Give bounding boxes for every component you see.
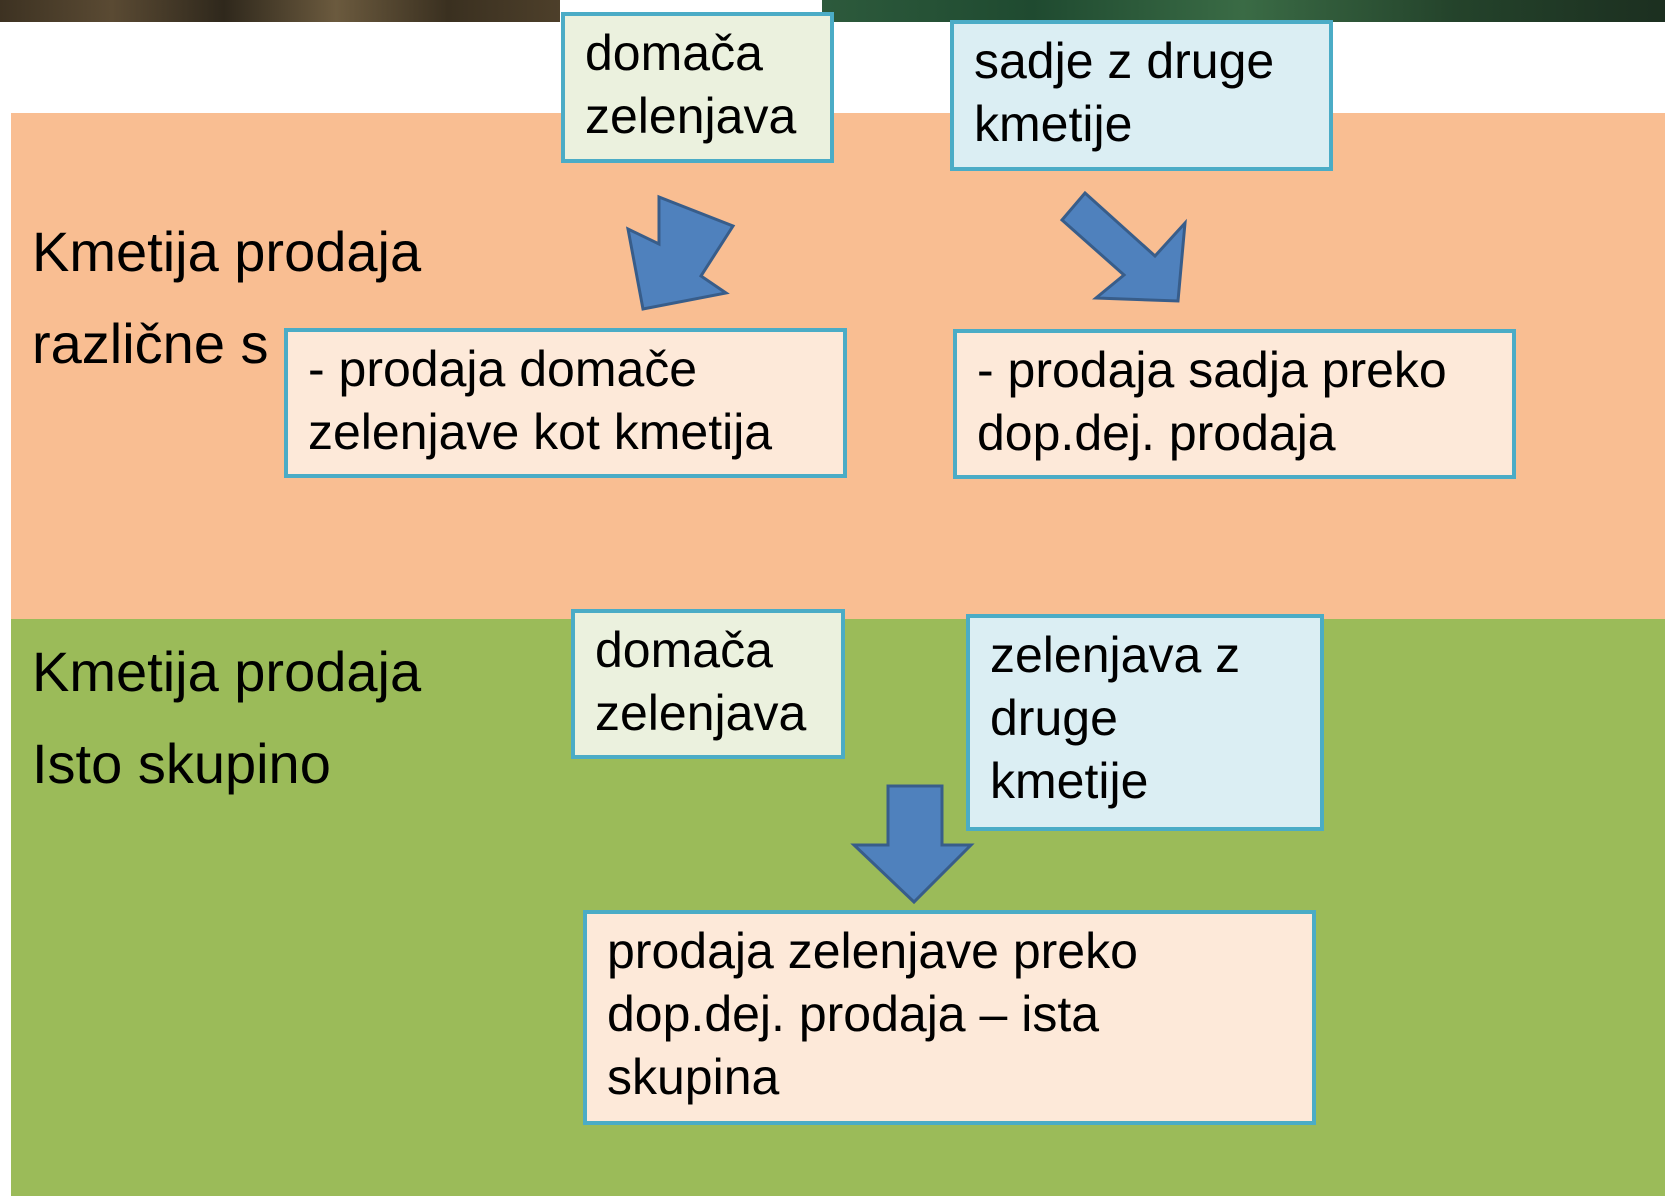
bottom-section-label: Kmetija prodaja Isto skupino (32, 626, 421, 810)
box-line: zelenjava z (990, 627, 1241, 683)
box-line: domača (585, 25, 763, 81)
box-line: skupina (607, 1049, 780, 1105)
top-result-farm-sale-box: - prodaja domače zelenjave kot kmetija (284, 328, 847, 478)
box-line: sadje z druge (974, 33, 1275, 89)
box-line: zelenjava (595, 685, 807, 741)
box-line: dop.dej. prodaja – ista (607, 986, 1100, 1042)
box-line: druge (990, 690, 1118, 746)
box-line: prodaja zelenjave preko (607, 923, 1138, 979)
box-line: domača (595, 622, 773, 678)
top-source-homegrown-vegetables-box: domača zelenjava (561, 12, 834, 163)
box-line: zelenjava (585, 88, 797, 144)
box-line: kmetije (990, 753, 1149, 809)
header-photo-left (0, 0, 560, 22)
box-line: kmetije (974, 96, 1133, 152)
top-result-supplementary-sale-box: - prodaja sadja preko dop.dej. prodaja (953, 329, 1516, 479)
top-section-label-line-1: Kmetija prodaja (32, 220, 422, 283)
bottom-source-other-farm-vegetables-box: zelenjava z druge kmetije (966, 614, 1324, 831)
top-section-label-line-2: različne s (32, 312, 269, 375)
bottom-section-label-line-1: Kmetija prodaja (32, 640, 422, 703)
bottom-result-same-group-sale-box: prodaja zelenjave preko dop.dej. prodaja… (583, 910, 1316, 1125)
top-section-label: Kmetija prodaja različne s (32, 206, 421, 390)
box-line: - prodaja domače (308, 341, 698, 397)
bottom-section-label-line-2: Isto skupino (32, 732, 331, 795)
box-line: zelenjave kot kmetija (308, 404, 773, 460)
bottom-source-homegrown-vegetables-box: domača zelenjava (571, 609, 845, 759)
box-line: - prodaja sadja preko (977, 342, 1447, 398)
box-line: dop.dej. prodaja (977, 405, 1336, 461)
header-photo-right (822, 0, 1665, 22)
top-source-other-farm-fruit-box: sadje z druge kmetije (950, 20, 1333, 171)
